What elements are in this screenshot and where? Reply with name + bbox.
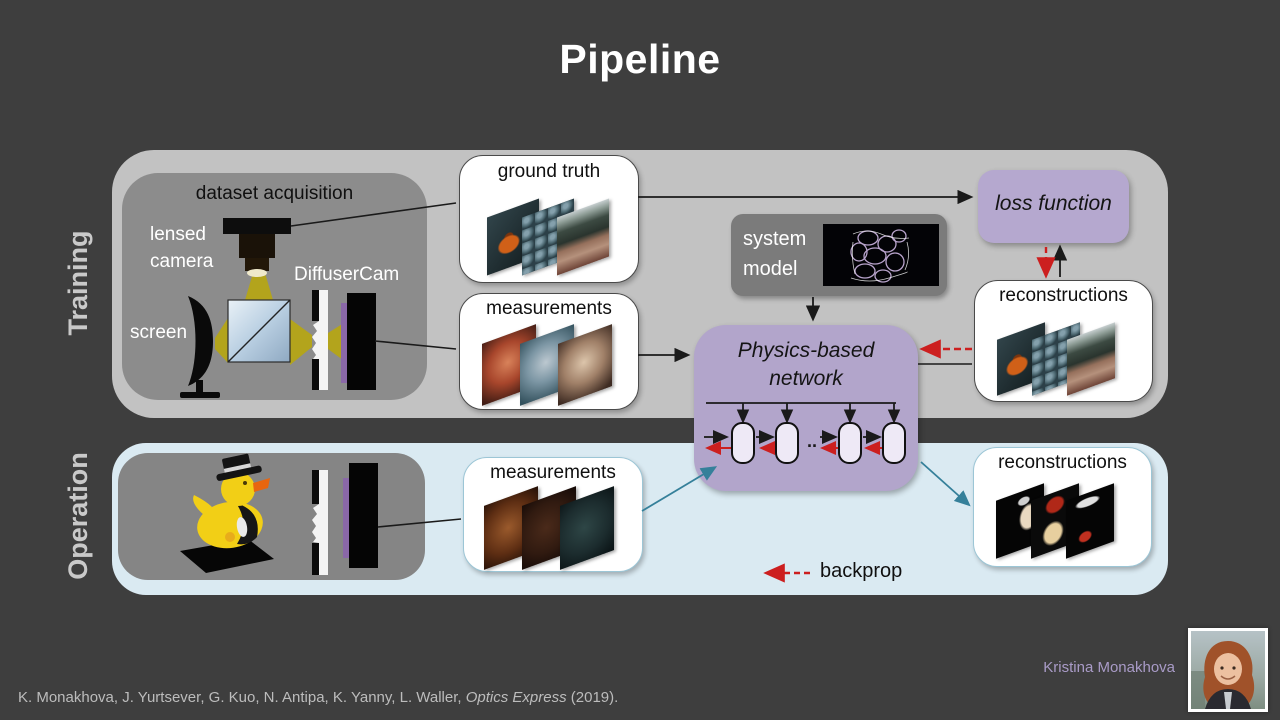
operation-diffuser-wavy-surface <box>312 504 319 543</box>
operation-measurements-label: measurements <box>490 462 616 483</box>
screen-monitor <box>188 296 213 386</box>
system-model-label-line1: system <box>743 228 807 250</box>
author-name: Kristina Monakhova <box>1043 659 1175 676</box>
physics-network-label-line1: Physics-based <box>737 339 875 362</box>
operation-scene-box <box>118 453 425 580</box>
sensor-body <box>347 293 376 390</box>
system-model-box: system model <box>731 214 947 296</box>
network-dots: .. <box>807 431 817 451</box>
dataset-acquisition-box: dataset acquisition lensed camera Diffus… <box>122 173 427 400</box>
operation-diffuser-mount-bottom <box>312 543 319 575</box>
screen-base <box>180 392 220 398</box>
diffusercam-label: DiffuserCam <box>294 264 400 285</box>
duck-scene-illustration <box>180 453 378 575</box>
citation: K. Monakhova, J. Yurtsever, G. Kuo, N. A… <box>18 689 618 706</box>
dataset-acquisition-label: dataset acquisition <box>195 183 354 204</box>
screen-stand <box>196 380 203 393</box>
backprop-legend-label: backprop <box>820 560 903 582</box>
camera-barrel <box>239 234 275 258</box>
operation-section-label: Operation <box>63 452 93 580</box>
lensed-camera-label-line1: lensed <box>150 224 206 245</box>
operation-sensor-body <box>349 463 378 568</box>
operation-reconstructions-box: reconstructions <box>973 447 1152 567</box>
beam-vertical <box>245 273 273 300</box>
camera-lens <box>247 269 267 277</box>
author-photo-image <box>1191 631 1265 709</box>
citation-authors: K. Monakhova, J. Yurtsever, G. Kuo, N. A… <box>18 689 466 706</box>
citation-journal: Optics Express <box>465 689 567 706</box>
beam-to-diffuser <box>290 319 312 365</box>
optical-setup-illustration <box>180 218 376 398</box>
training-reconstructions-label: reconstructions <box>999 285 1128 306</box>
page-title: Pipeline <box>559 36 721 82</box>
diffuser-mount-top <box>312 290 319 321</box>
sensor-strip <box>341 303 347 383</box>
psf-caustic-image <box>823 224 939 286</box>
physics-network-box: Physics-based network .. <box>694 325 918 491</box>
operation-measurements-box: measurements <box>463 457 643 572</box>
screen-label: screen <box>130 322 188 343</box>
diffuser-plate <box>319 290 328 390</box>
ground-truth-box: ground truth <box>459 155 639 283</box>
training-measurements-label: measurements <box>486 298 612 319</box>
lensed-camera-label-line2: camera <box>150 251 214 272</box>
loss-function-box: loss function <box>978 170 1129 243</box>
loss-function-label: loss function <box>995 192 1112 215</box>
physics-network-label-line2: network <box>769 367 843 390</box>
diffuser-mount-bottom <box>312 359 319 390</box>
duck-platform <box>180 539 274 573</box>
camera-body <box>223 218 291 234</box>
operation-diffuser-plate <box>319 470 328 575</box>
beam-from-screen <box>215 318 228 363</box>
camera-barrel-tip <box>245 258 269 271</box>
beamsplitter-diagonal <box>227 299 291 363</box>
system-model-label-line2: model <box>743 258 798 280</box>
ground-truth-label: ground truth <box>497 161 601 182</box>
unrolled-network-diagram: .. <box>704 402 906 464</box>
training-reconstructions-box: reconstructions <box>974 280 1153 402</box>
diffuser-wavy-surface <box>312 321 319 359</box>
author-photo <box>1188 628 1268 712</box>
rubber-duck <box>193 453 270 549</box>
citation-year: (2019). <box>566 689 619 706</box>
operation-sensor-strip <box>343 478 349 558</box>
training-section-label: Training <box>63 230 93 336</box>
operation-reconstructions-label: reconstructions <box>998 452 1127 473</box>
training-measurements-box: measurements <box>459 293 639 410</box>
operation-diffuser-mount-top <box>312 470 319 504</box>
face <box>1214 653 1242 685</box>
